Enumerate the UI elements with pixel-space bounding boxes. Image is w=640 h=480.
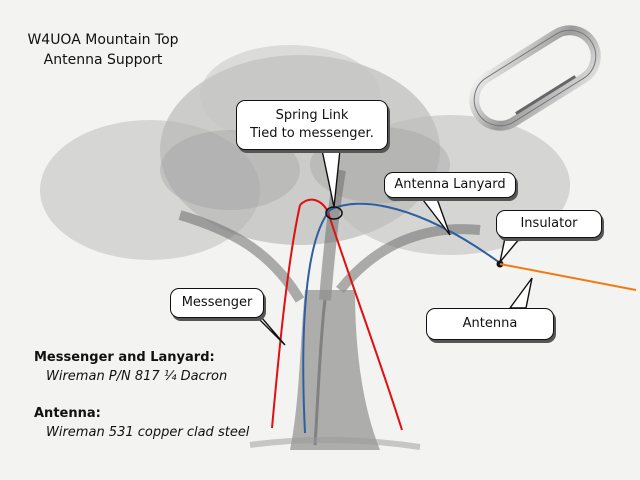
branch-left (178, 210, 305, 303)
antenna-line (499, 263, 637, 291)
messenger-label: Messenger (181, 295, 253, 310)
antenna-spec-value: Wireman 531 copper clad steel (46, 425, 250, 440)
antenna-spec-heading: Antenna: (34, 406, 101, 421)
messenger-spec-heading: Messenger and Lanyard: (34, 350, 215, 365)
spring-link-label-2: Tied to messenger. (250, 126, 374, 141)
insulator-callout: Insulator (496, 210, 602, 238)
insulator-pointer (499, 237, 522, 263)
messenger-line (271, 204, 403, 431)
spring-link-label-1: Spring Link (275, 108, 349, 123)
lanyard-line (302, 202, 501, 434)
tree-trunk (290, 290, 380, 450)
antenna-callout: Antenna (426, 308, 554, 340)
spring-link-pointer (321, 149, 341, 208)
insulator-label: Insulator (520, 216, 578, 231)
branch-right (336, 224, 481, 294)
antenna-pointer (508, 277, 533, 309)
spec-notes: Messenger and Lanyard: Wireman P/N 817 ¼… (34, 348, 249, 442)
antenna-label: Antenna (462, 316, 518, 331)
ground-shadow (249, 437, 421, 450)
title-line-1: W4UOA Mountain Top (27, 32, 179, 48)
messenger-top (299, 198, 329, 213)
messenger-callout: Messenger (170, 288, 264, 318)
spring-link-callout: Spring Link Tied to messenger. (236, 100, 388, 150)
diagram-title: W4UOA Mountain Top Antenna Support (18, 30, 188, 70)
messenger-spec-value: Wireman P/N 817 ¼ Dacron (46, 369, 228, 384)
title-line-2: Antenna Support (43, 52, 163, 68)
trunk-shading (313, 299, 327, 446)
canopy-dark-1 (160, 130, 300, 210)
carabiner-icon (469, 25, 601, 131)
antenna-lanyard-callout: Antenna Lanyard (384, 172, 516, 198)
antenna-lanyard-label: Antenna Lanyard (394, 177, 506, 192)
